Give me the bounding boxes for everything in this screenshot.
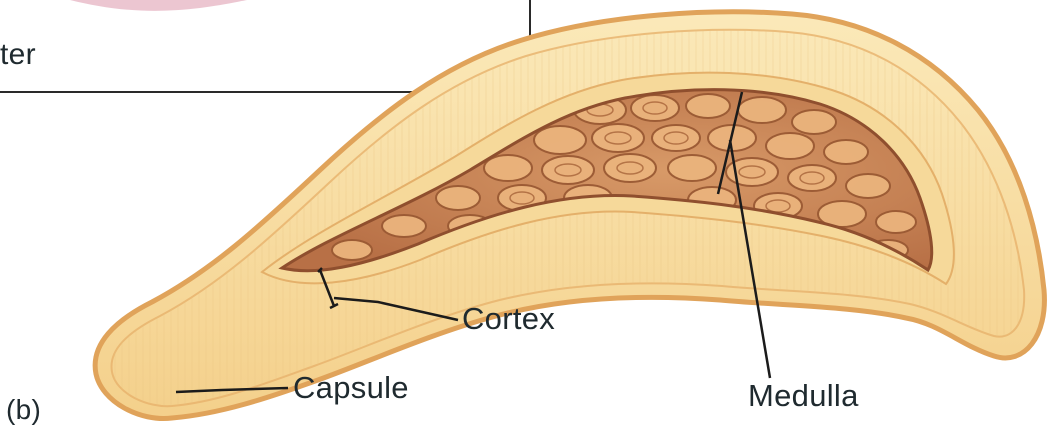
medulla-label: Medulla — [748, 378, 859, 414]
panel-label: (b) — [6, 394, 41, 426]
cortex-label: Cortex — [462, 301, 555, 337]
inset-label-fragment: ter — [0, 38, 36, 72]
capsule-label: Capsule — [293, 370, 409, 406]
inset-tissue — [70, 0, 248, 11]
